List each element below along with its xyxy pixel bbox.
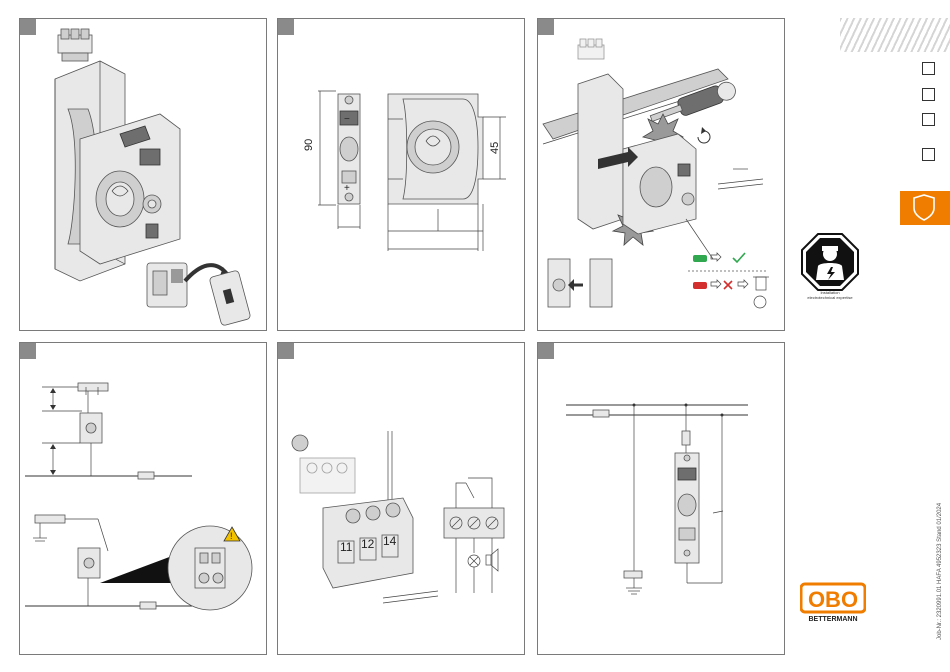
recycle-icon	[754, 296, 766, 308]
cross-icon	[724, 281, 732, 289]
bin-icon	[753, 277, 769, 290]
svg-text:!: !	[230, 531, 233, 541]
shield-icon	[900, 191, 950, 225]
electrician-caption: Installation electrotechnical expertise	[792, 290, 868, 300]
obo-logo: OBO BETTERMANN	[800, 582, 866, 624]
checklist-box-2[interactable]	[922, 88, 935, 101]
checklist-box-4[interactable]	[922, 148, 935, 161]
checklist-box-3[interactable]	[922, 113, 935, 126]
panel-step-2: − + 90 45	[277, 18, 525, 331]
check-icon	[733, 253, 745, 262]
obo-logo-text: OBO	[808, 587, 858, 612]
module-replacement-illustration	[538, 19, 784, 330]
panel-step-4: !	[19, 342, 267, 655]
dimension-height-label: 90	[303, 139, 315, 151]
job-number-text: Job-Nr.: 2320991.01 HAFA 4952323 Stand 0…	[937, 490, 943, 640]
terminal-label-11: 11	[340, 540, 353, 554]
svg-text:−: −	[344, 114, 350, 125]
obo-logo-mark: OBO BETTERMANN	[800, 582, 866, 624]
panel-step-6	[537, 342, 785, 655]
electrician-caption-line2: electrotechnical expertise	[792, 295, 868, 300]
panel-step-5: 11 12 14	[277, 342, 525, 655]
bettermann-text: BETTERMANN	[809, 616, 858, 623]
svg-text:+: +	[344, 183, 350, 194]
connection-circuit-diagram	[538, 343, 784, 654]
terminal-label-12: 12	[361, 537, 375, 551]
terminal-label-14: 14	[383, 534, 397, 548]
electrician-icon	[800, 232, 860, 294]
panel-step-3	[537, 18, 785, 331]
installation-distance-diagram: !	[20, 343, 266, 654]
decorative-stripes	[840, 18, 950, 52]
status-fail-led	[693, 282, 707, 289]
status-ok-led	[693, 255, 707, 262]
panel-step-1	[19, 18, 267, 331]
dimension-drawing: − + 90 45	[278, 19, 524, 330]
shield-tab	[900, 191, 950, 225]
device-overview-illustration	[20, 19, 266, 330]
remote-signal-terminal-diagram: 11 12 14	[278, 343, 524, 654]
checklist-box-1[interactable]	[922, 62, 935, 75]
dimension-module-label: 45	[489, 142, 501, 154]
